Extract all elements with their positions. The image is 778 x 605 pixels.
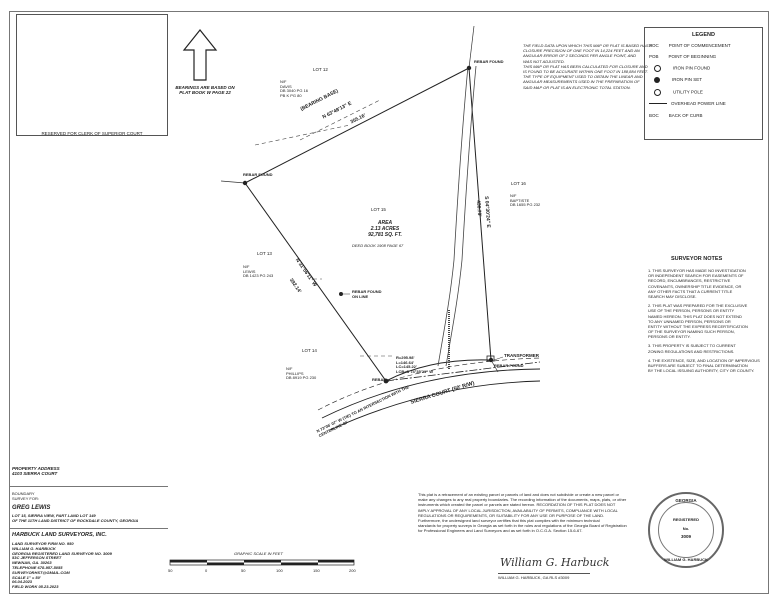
power-line [385,361,541,382]
area-block: AREA 2.13 ACRES 92,781 SQ. FT. [368,220,402,238]
legend-pole: UTILITY POLE [649,89,703,96]
east-distance: 430.79' [475,199,483,217]
clerk-box-label: RESERVED FOR CLERK OF SUPERIOR COURT [41,131,143,136]
lot15-label: LOT 15 [371,207,386,212]
scale-tick-1: 0 [205,568,208,573]
seal-number: 3009 [680,534,691,539]
legend-ips: IRON PIN SET [649,77,702,83]
legend-ipf: IRON PIN FOUND [649,65,710,72]
bearing-note: BEARINGS ARE BASED ON PLAT BOOK W PAGE 2… [175,85,235,96]
scale-tick-0: 50 [168,568,173,573]
firm-divider [10,528,168,529]
lot-description: LOT 15, SIERRA VIEW, PART LAND LOT 149 O… [12,513,139,523]
transformer-label: TRANSFORMER [504,353,539,358]
signature: William G. Harbuck [500,556,610,569]
transformer-icon [486,355,495,362]
seal-top: GEORGIA [675,498,697,503]
rebar-found-se: REBAR FOUND [494,363,524,368]
legend-ohp: OVERHEAD POWER LINE [649,101,726,106]
property-address: PROPERTY ADDRESS 4103 SIERRA COURT [12,466,60,477]
driveway [437,65,477,370]
scale-tick-2: 50 [241,568,246,573]
certification-text: This plat is a retracement of an existin… [418,492,627,534]
signature-line [498,573,590,574]
lot13-label: LOT 13 [257,251,272,256]
curve-data: R=295.98' L=146.64' LC=145.22' LCB=S 74°… [396,355,434,374]
utility-pole-icon [654,89,661,96]
sierra-court-street [317,357,541,431]
seal-middle: REGISTERED [672,517,699,522]
surveyor-seal: GEORGIA REGISTERED No. 3009 WILLIAM G. H… [648,492,724,568]
signer-name: WILLIAM G. HARBUCK, GA RLS #3009 [498,575,570,580]
scale-tick-4: 150 [313,568,320,573]
rebar-found-ne: REBAR FOUND [474,59,504,64]
rebar-label: REBAR [372,377,387,382]
lot-lines-dashed [254,99,395,357]
scale-tick-5: 200 [349,568,356,573]
east-bearing: S 04°30'24" E [483,195,492,228]
power-line-icon [649,103,667,105]
lot12-label: LOT 12 [313,67,328,72]
leader-lines [341,293,504,361]
iron-pin-set-icon [654,77,660,83]
legend-title: LEGEND [692,32,715,38]
property-boundary [244,67,492,382]
client-name: GREG LEWIS [12,505,51,511]
adjoining-lines [220,25,499,373]
seal-bottom: WILLIAM G. HARBUCK [664,557,708,562]
surveyor-notes: 1. THIS SURVEYOR HAS MADE NO INVESTIGATI… [648,268,760,374]
north-arrow-icon [182,29,218,81]
sheet-border [9,11,769,594]
surveyor-notes-title: SURVEYOR NOTES [671,256,723,262]
deed-ref: DEED BOOK 1908 PAGE 67 [352,243,404,248]
graphic-scale-title: GRAPHIC SCALE IN FEET [234,551,283,556]
seal-inner-ring [658,502,714,558]
iron-pin-found-icon [654,65,661,72]
rebar-found-nw: REBAR FOUND [243,172,273,177]
lot16-label: LOT 16 [511,181,526,186]
clerk-box [16,14,168,136]
scale-tick-3: 100 [276,568,283,573]
firm-name: HARBUCK LAND SURVEYORS, INC. [12,532,107,538]
survey-for-divider [10,486,168,487]
seal-no: No. [682,526,690,531]
lot14-label: LOT 14 [302,348,317,353]
survey-for-label: BOUNDARY SURVEY FOR: [12,491,39,501]
closure-note: THE FIELD DATA UPON WHICH THIS MAP OR PL… [523,43,653,90]
